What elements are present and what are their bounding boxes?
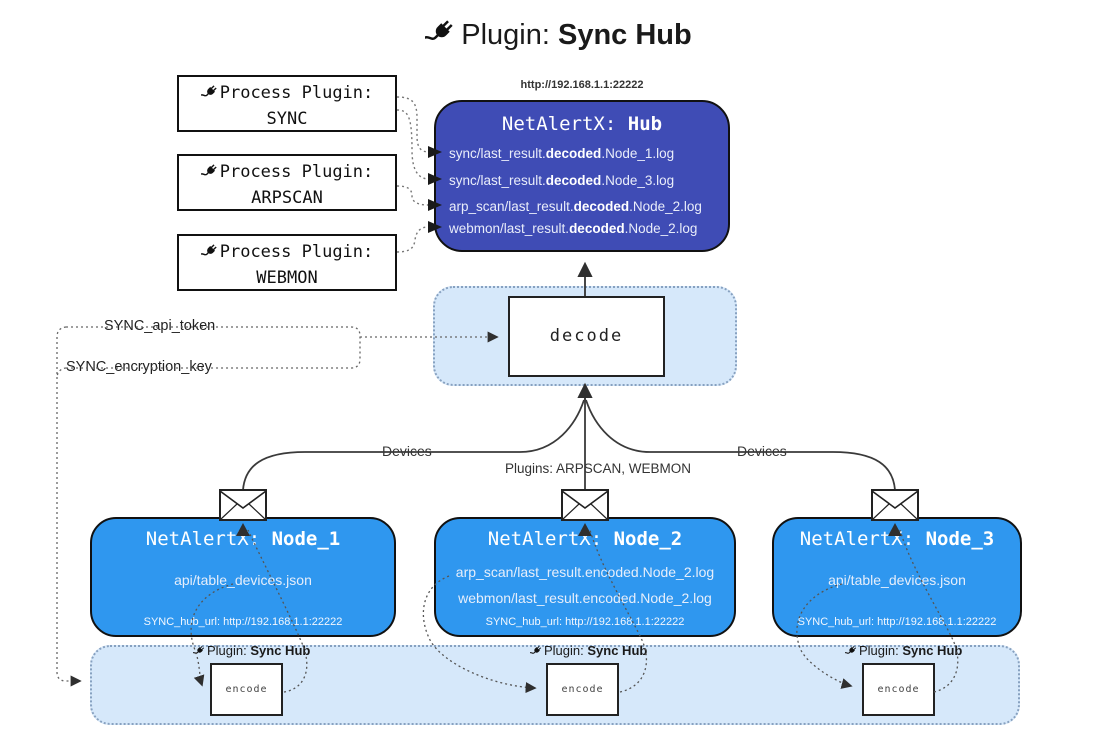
page-title-name: Sync Hub	[557, 19, 692, 51]
plug-icon	[201, 243, 218, 260]
node-hub-url: SYNC_hub_url: http://192.168.1.1:22222	[485, 616, 685, 628]
hub-box: NetAlertX: Hub sync/last_result.decoded.…	[434, 100, 730, 252]
hub-log-line: webmon/last_result.decoded.Node_2.log	[449, 221, 698, 236]
node-hub-url: SYNC_hub_url: http://192.168.1.1:22222	[797, 616, 997, 628]
encode-box-1: encode	[210, 663, 283, 716]
hub-url-label: http://192.168.1.1:22222	[520, 79, 644, 91]
plugin-hub-connectors	[396, 96, 430, 253]
hub-title: NetAlertX: Hub	[501, 113, 663, 135]
devices-edge-label-left: Devices	[377, 443, 437, 459]
node-file-line: api/table_devices.json	[174, 572, 312, 588]
node-file-line: api/table_devices.json	[828, 572, 966, 588]
node-hub-url: SYNC_hub_url: http://192.168.1.1:22222	[143, 616, 343, 628]
plug-icon	[425, 18, 455, 48]
sync-encryption-key-label: SYNC_encryption_key	[62, 359, 216, 375]
process-plugin-box-sync: Process Plugin: SYNC	[177, 75, 397, 132]
node-2-box: NetAlertX: Node_2 arp_scan/last_result.e…	[434, 517, 736, 637]
encode-plugin-label: Plugin: Sync Hub	[193, 643, 310, 658]
plugins-edge-label: Plugins: ARPSCAN, WEBMON	[500, 461, 697, 476]
page-title-prefix: Plugin:	[461, 19, 558, 51]
page-title: Plugin: Sync Hub	[0, 18, 1117, 52]
node-3-box: NetAlertX: Node_3 api/table_devices.json…	[772, 517, 1022, 637]
decode-box: decode	[508, 296, 665, 377]
process-plugin-label: Process Plugin:	[179, 239, 395, 265]
encode-box-2: encode	[546, 663, 619, 716]
encode-box-3: encode	[862, 663, 935, 716]
process-plugin-name: ARPSCAN	[251, 188, 323, 208]
hub-log-line: arp_scan/last_result.decoded.Node_2.log	[449, 199, 702, 214]
devices-edge-label-right: Devices	[732, 443, 792, 459]
sync-api-token-label: SYNC_api_token	[100, 318, 220, 334]
process-plugin-name: SYNC	[266, 109, 308, 129]
plug-icon	[845, 645, 857, 657]
node-title: NetAlertX: Node_1	[145, 528, 341, 550]
process-plugin-label: Process Plugin:	[179, 80, 395, 106]
encode-plugin-label: Plugin: Sync Hub	[530, 643, 647, 658]
plug-icon	[193, 645, 205, 657]
plug-icon	[530, 645, 542, 657]
node-file-line: arp_scan/last_result.encoded.Node_2.log	[455, 564, 715, 580]
plug-icon	[201, 163, 218, 180]
node-1-box: NetAlertX: Node_1 api/table_devices.json…	[90, 517, 396, 637]
process-plugin-label: Process Plugin:	[179, 159, 395, 185]
hub-log-line: sync/last_result.decoded.Node_3.log	[449, 173, 675, 188]
node-file-line: webmon/last_result.encoded.Node_2.log	[458, 590, 712, 606]
plug-icon	[201, 84, 218, 101]
node-title: NetAlertX: Node_2	[487, 528, 683, 550]
process-plugin-box-webmon: Process Plugin: WEBMON	[177, 234, 397, 291]
hub-log-line: sync/last_result.decoded.Node_1.log	[449, 146, 675, 161]
node-title: NetAlertX: Node_3	[799, 528, 995, 550]
process-plugin-box-arpscan: Process Plugin: ARPSCAN	[177, 154, 397, 211]
process-plugin-name: WEBMON	[256, 268, 318, 288]
encode-plugin-label: Plugin: Sync Hub	[845, 643, 962, 658]
